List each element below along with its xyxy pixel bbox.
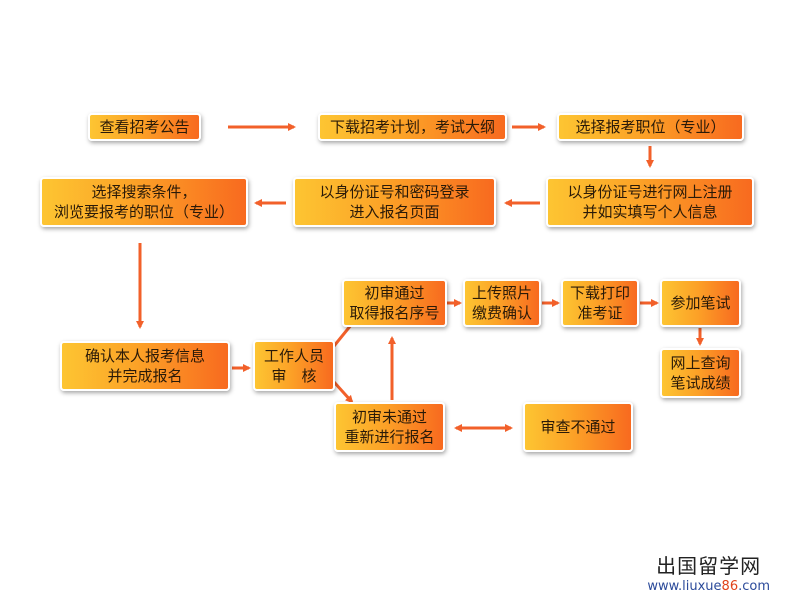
- step-upload-photo: 上传照片缴费确认: [463, 279, 541, 327]
- step-text: 下载招考计划，考试大纲: [329, 118, 495, 136]
- step-download-plan: 下载招考计划，考试大纲: [318, 113, 507, 141]
- step-text: 并完成报名: [107, 367, 183, 385]
- step-text: 准考证: [577, 304, 623, 322]
- step-text: 网上查询: [670, 354, 731, 372]
- arrow-8-14: [332, 380, 354, 404]
- step-text: 以身份证号进行网上注册: [567, 183, 733, 201]
- step-text: 初审未通过: [351, 408, 427, 426]
- url-part: www.liuxue: [647, 579, 722, 594]
- step-text: 上传照片: [471, 284, 532, 302]
- step-register: 以身份证号进行网上注册并如实填写个人信息: [546, 177, 754, 227]
- step-text: 审查不通过: [540, 418, 616, 436]
- step-search-positions: 选择搜索条件， 浏览要报考的职位（专业）: [40, 177, 248, 227]
- step-text: 选择搜索条件，: [91, 183, 197, 201]
- step-print-admission: 下载打印准考证: [561, 279, 639, 327]
- step-text: 取得报名序号: [349, 304, 440, 322]
- step-text: 初审通过: [364, 284, 425, 302]
- step-text: 确认本人报考信息: [84, 347, 205, 365]
- step-text: 并如实填写个人信息: [582, 203, 718, 221]
- step-view-announcement: 查看招考公告: [88, 113, 201, 141]
- step-text: 审 核: [271, 366, 317, 385]
- watermark-name: 出国留学网: [656, 554, 762, 578]
- step-text: 以身份证号和密码登录: [319, 183, 470, 201]
- step-check-scores: 网上查询笔试成绩: [660, 348, 741, 398]
- url-part: 86: [721, 579, 739, 594]
- step-select-position: 选择报考职位（专业）: [557, 113, 744, 141]
- step-text: 笔试成绩: [670, 374, 731, 392]
- step-login: 以身份证号和密码登录进入报名页面: [293, 177, 496, 227]
- step-written-exam: 参加笔试: [660, 279, 741, 327]
- step-text: 缴费确认: [471, 304, 532, 322]
- step-text: 工作人员: [263, 346, 324, 365]
- step-review-failed: 初审未通过重新进行报名: [334, 402, 445, 452]
- step-text: 下载打印: [569, 284, 630, 302]
- step-text: 参加笔试: [670, 294, 731, 312]
- step-staff-review: 工作人员审 核: [253, 340, 335, 391]
- watermark-logo: 出国留学网 www.liuxue86.com: [647, 550, 770, 594]
- step-text: 重新进行报名: [344, 428, 435, 446]
- watermark-url: www.liuxue86.com: [647, 579, 770, 594]
- step-text: 进入报名页面: [349, 203, 440, 221]
- url-part: .com: [738, 579, 770, 594]
- step-text: 查看招考公告: [99, 118, 190, 136]
- step-review-passed: 初审通过取得报名序号: [342, 279, 447, 327]
- step-confirm-info: 确认本人报考信息并完成报名: [60, 341, 230, 391]
- step-text: 选择报考职位（专业）: [575, 118, 726, 136]
- step-rejected: 审查不通过: [523, 402, 633, 452]
- step-text: 浏览要报考的职位（专业）: [53, 203, 234, 221]
